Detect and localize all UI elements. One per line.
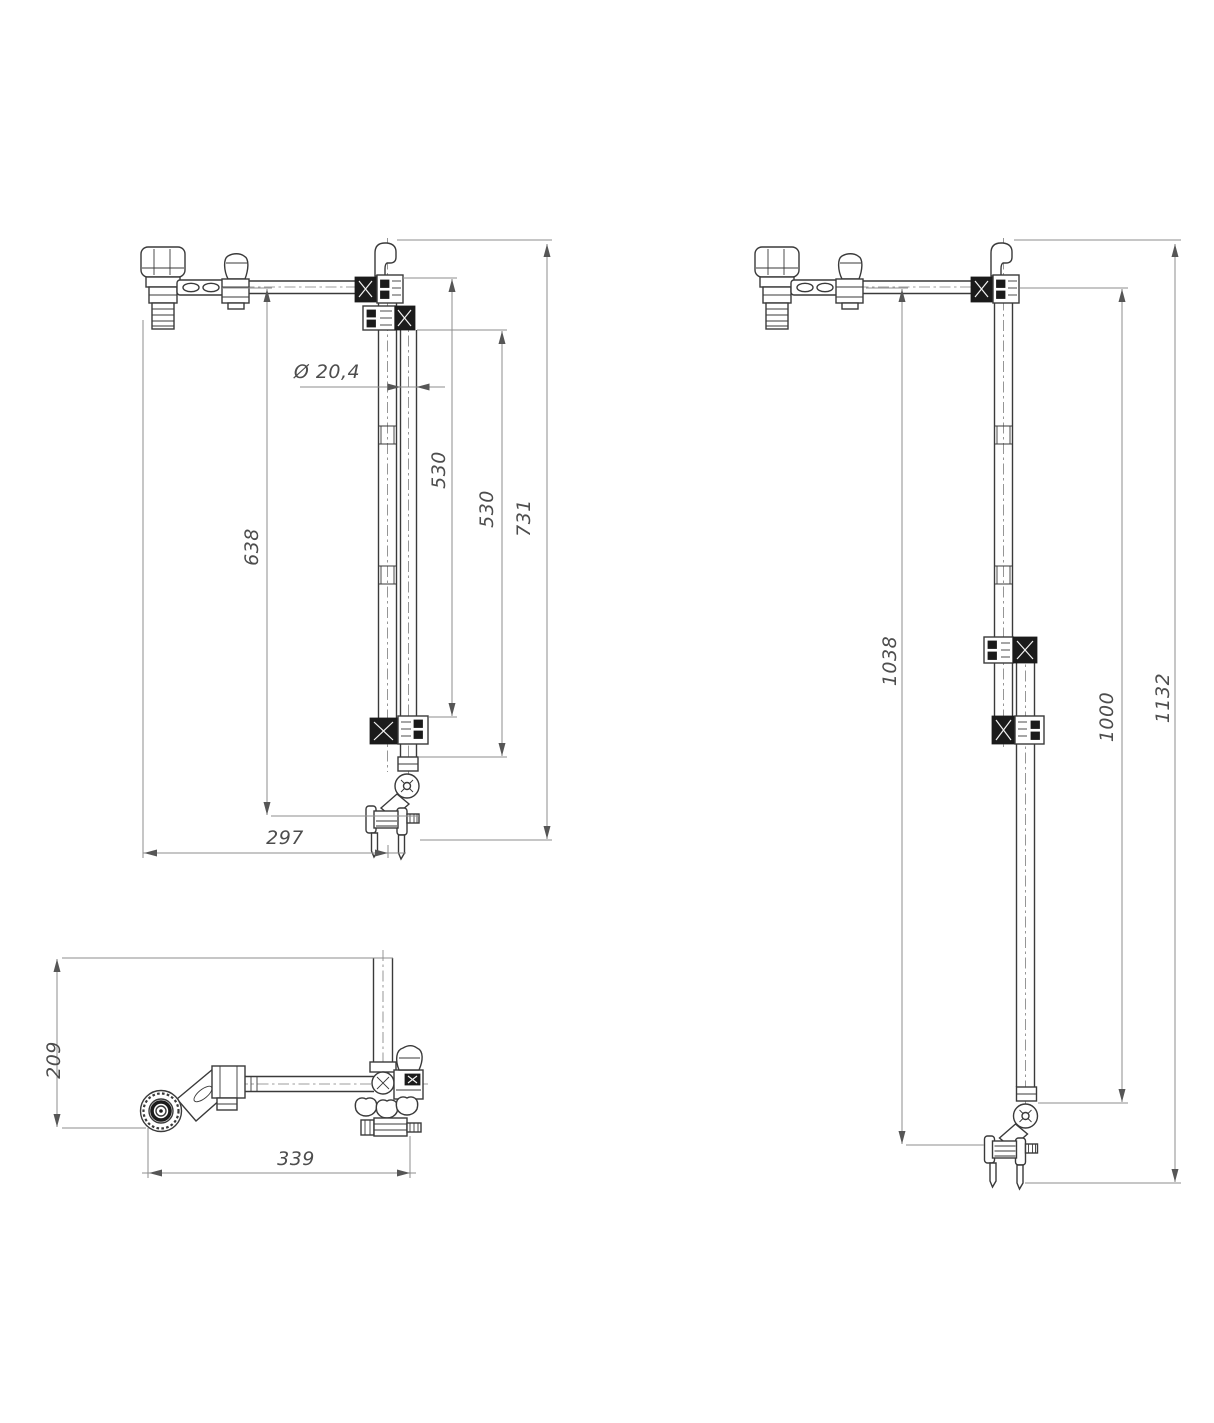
extended-lower-clamp-block	[991, 715, 1045, 745]
dim-209-lines	[53, 957, 393, 1129]
plan-view	[53, 950, 428, 1178]
dim-diameter-lines	[300, 383, 445, 391]
dim-297-lines	[142, 320, 406, 858]
dim-530-lower-lines	[417, 329, 507, 758]
extended-head-assembly	[754, 246, 864, 330]
dim-1038-label: 1038	[879, 635, 901, 687]
dim-339-label: 339	[277, 1148, 315, 1170]
extended-view	[754, 238, 1181, 1190]
dim-731-label: 731	[513, 499, 535, 537]
extended-slide-tube	[1015, 640, 1036, 1087]
dim-297-label: 297	[266, 827, 304, 849]
plan-elbow-clamp-assembly	[354, 1045, 424, 1137]
dim-1038-lines	[866, 287, 984, 1146]
dim-731-lines	[397, 239, 552, 841]
dim-530-lower-label: 530	[476, 490, 498, 528]
plan-arm-tube	[245, 1075, 374, 1093]
dim-1132-label: 1132	[1152, 672, 1174, 724]
dim-638-label: 638	[241, 528, 263, 566]
extended-upper-clamp-block	[983, 636, 1038, 664]
extended-tee-clamp	[970, 242, 1020, 304]
plan-wing-clamp	[211, 1065, 246, 1111]
dim-209-label: 209	[43, 1041, 65, 1079]
dim-339-lines	[142, 1128, 416, 1178]
front-slide-tube	[399, 330, 418, 757]
extended-arm-tube	[863, 280, 972, 295]
front-lower-clamp-pair	[369, 715, 429, 745]
front-view	[140, 238, 552, 860]
extended-elbow-rail-clamp	[983, 1086, 1039, 1190]
front-upper-clamp-block	[362, 305, 416, 331]
plan-pipe	[369, 957, 397, 1073]
plan-head-knob	[139, 1089, 183, 1133]
dim-530-upper-lines	[403, 277, 457, 718]
dim-1132-lines	[1014, 239, 1181, 1184]
front-tee-clamp	[354, 242, 404, 304]
dim-530-upper-label: 530	[428, 451, 450, 489]
dim-diameter-label: Ø 20,4	[293, 361, 361, 383]
extended-centerlines	[796, 238, 1026, 1110]
front-pole-tube	[377, 276, 398, 718]
front-elbow-rail-clamp	[365, 756, 420, 860]
dim-638-lines	[222, 287, 419, 817]
dim-1000-label: 1000	[1096, 691, 1118, 743]
dim-1000-lines	[1020, 287, 1128, 1104]
